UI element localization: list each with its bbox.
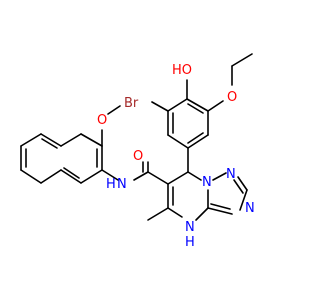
bond [147,171,169,185]
bond [20,133,42,147]
bond [187,132,204,144]
atom-oxygen-ethoxy: O [227,90,237,105]
bond [207,100,224,112]
bond [133,171,149,181]
bond [167,98,188,112]
atom-nitrogen-ring2: N [226,167,236,182]
bond [237,176,248,191]
bond [60,169,82,184]
atom-oxygen-methoxy: O [97,113,107,128]
bond [207,207,233,215]
atom-nitrogen-ring3: N [245,201,255,216]
atom-hydroxyl: HO [172,63,192,78]
atom-nitrogen-amide: N [117,177,127,192]
bond [239,189,248,211]
atom-nitrogen-nh: N [185,220,195,235]
bond [167,134,189,149]
atom-labels: Br HO O O O N H N N N N H [97,63,255,250]
molecule-structure: Br HO O O O N H N N N N H [20,53,255,250]
bond [63,167,80,179]
bond [147,207,169,221]
atom-oxygen-amide: O [133,149,143,164]
bond [151,101,169,112]
atom-hydrogen-nh: H [185,235,195,250]
molecule-canvas: Br HO O O O N H N N N N H [20,53,255,250]
bond [186,98,209,112]
bond [41,138,58,149]
bond [80,133,103,147]
bond [107,105,121,115]
bond [210,203,231,210]
bond [40,169,62,184]
bond [233,179,244,194]
bond [187,171,202,181]
bond [167,207,183,218]
bond [101,169,119,181]
bond [187,103,204,114]
atom-nitrogen-ring1: N [202,175,212,190]
bond [187,134,209,149]
bonds [20,53,253,221]
bond [40,133,62,147]
atom-bromine: Br [124,96,139,111]
bond [60,133,82,147]
bond [212,172,227,181]
bond [20,169,42,184]
bond [231,53,253,67]
bond [195,207,209,221]
bond [80,169,103,184]
bond [167,171,189,185]
atom-hydrogen-amide: H [106,177,116,192]
